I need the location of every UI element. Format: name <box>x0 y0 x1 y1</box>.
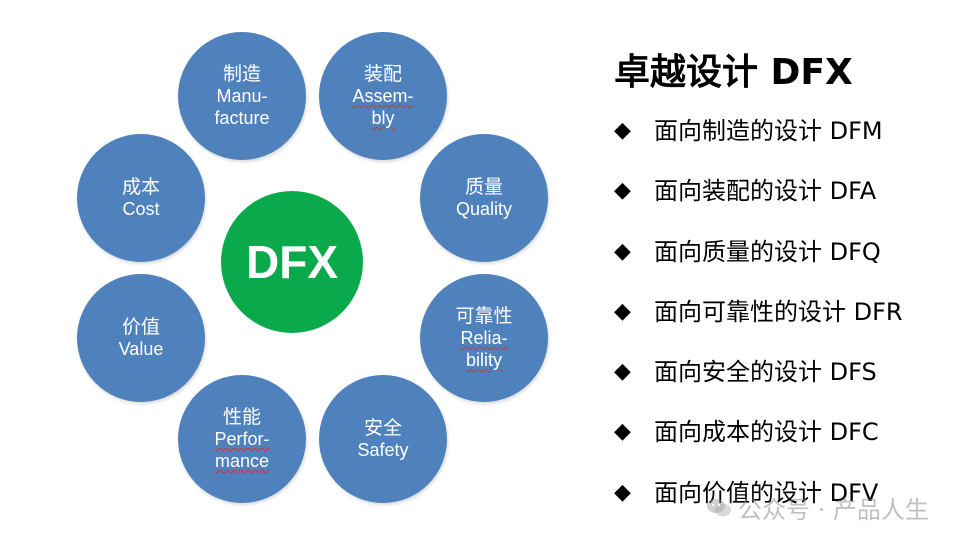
diamond-bullet-icon: ◆ <box>614 238 631 264</box>
node-cost-en: Cost <box>122 199 160 219</box>
node-value: 价值 Value <box>77 274 205 402</box>
diamond-bullet-icon: ◆ <box>614 419 631 445</box>
node-manufacture-en2: facture <box>214 108 270 128</box>
list-item: ◆ 面向质量的设计 DFQ <box>614 233 903 293</box>
node-value-zh: 价值 <box>121 316 160 338</box>
node-cost-zh: 成本 <box>121 176 160 198</box>
node-performance-zh: 性能 <box>222 406 261 428</box>
list-item: ◆ 面向价值的设计 DFV <box>614 474 903 534</box>
node-reliability-en1: Relia- <box>460 328 508 348</box>
list-item: ◆ 面向制造的设计 DFM <box>614 112 903 172</box>
list-item: ◆ 面向成本的设计 DFC <box>614 413 903 473</box>
center-label: DFX <box>246 236 338 288</box>
list-item: ◆ 面向装配的设计 DFA <box>614 172 903 232</box>
node-quality-zh: 质量 <box>464 176 503 198</box>
list-item-text: 面向安全的设计 DFS <box>654 358 877 387</box>
node-quality: 质量 Quality <box>420 134 548 262</box>
node-quality-en: Quality <box>455 199 513 219</box>
list-item-text: 面向制造的设计 DFM <box>654 117 883 145</box>
node-assembly-zh: 装配 <box>363 63 402 85</box>
node-reliability: 可靠性 Relia- bility <box>420 274 548 402</box>
node-manufacture-en1: Manu- <box>216 86 268 106</box>
dfx-diagram: 制造 Manu- facture 装配 Assem- bly 质量 Qualit… <box>77 32 548 503</box>
node-performance-en1: Perfor- <box>214 429 270 449</box>
node-value-en: Value <box>118 339 164 359</box>
node-assembly: 装配 Assem- bly <box>319 32 447 160</box>
center-node: DFX <box>221 191 363 333</box>
node-assembly-en1: Assem- <box>352 86 414 106</box>
node-assembly-en2: bly <box>371 108 395 128</box>
list-item: ◆ 面向可靠性的设计 DFR <box>614 293 903 353</box>
node-performance-en2: mance <box>214 451 270 471</box>
node-safety-zh: 安全 <box>363 417 402 439</box>
diamond-bullet-icon: ◆ <box>614 479 631 505</box>
list-item-text: 面向价值的设计 DFV <box>654 478 879 507</box>
list-item: ◆ 面向安全的设计 DFS <box>614 353 903 413</box>
node-safety-en: Safety <box>357 440 409 460</box>
node-performance: 性能 Perfor- mance <box>178 375 306 503</box>
panel-title: 卓越设计 DFX <box>614 52 853 93</box>
wechat-icon <box>707 498 731 516</box>
watermark: 公众号 · 产品人生 <box>706 490 929 525</box>
list-item-text: 面向成本的设计 DFC <box>654 418 879 447</box>
diamond-bullet-icon: ◆ <box>614 118 631 143</box>
diamond-bullet-icon: ◆ <box>614 178 631 204</box>
node-manufacture-zh: 制造 <box>222 63 261 85</box>
list-item-text: 面向质量的设计 DFQ <box>654 237 881 266</box>
node-reliability-en2: bility <box>465 350 502 370</box>
list-item-text: 面向装配的设计 DFA <box>654 177 877 206</box>
node-reliability-zh: 可靠性 <box>455 305 513 327</box>
node-manufacture: 制造 Manu- facture <box>178 32 306 160</box>
node-safety: 安全 Safety <box>319 375 447 503</box>
diamond-bullet-icon: ◆ <box>614 298 631 324</box>
node-cost: 成本 Cost <box>77 134 205 262</box>
watermark-text: 公众号 · 产品人生 <box>738 496 929 524</box>
diamond-bullet-icon: ◆ <box>614 359 631 385</box>
list-item-text: 面向可靠性的设计 DFR <box>654 297 903 326</box>
dfx-list: ◆ 面向制造的设计 DFM ◆ 面向装配的设计 DFA ◆ 面向质量的设计 DFQ ◆… <box>614 112 903 534</box>
